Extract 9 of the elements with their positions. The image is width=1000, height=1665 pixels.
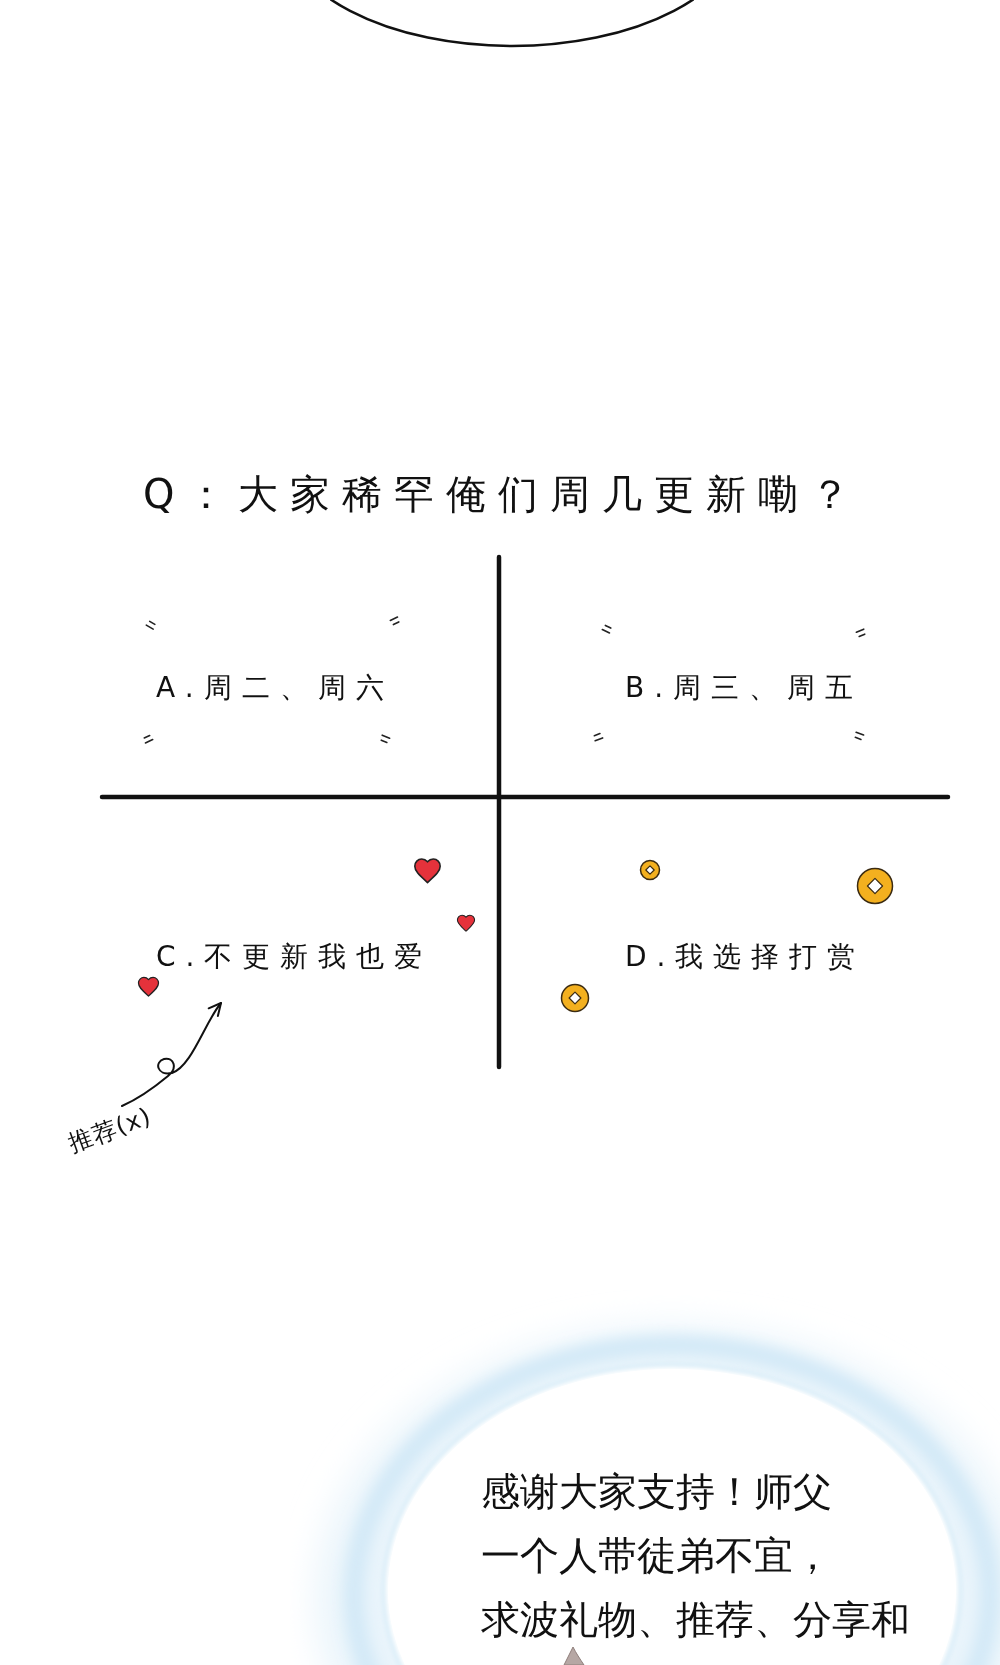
option-label: D.我选择打赏: [625, 940, 866, 974]
handwritten-note: 推荐(x): [64, 1101, 156, 1159]
arrow: [121, 1002, 222, 1107]
option-label: B.周三、周五: [625, 671, 864, 705]
option-label: C.不更新我也爱: [156, 940, 433, 1002]
bubble-text: 感谢大家支持！师父一个人带徒弟不宜，求波礼物、推荐、分享和: [481, 1468, 911, 1644]
question-heading: Q：大家稀罕俺们周几更新嘞？: [143, 470, 863, 519]
speech-bubble: [330, 0, 694, 48]
option-label: A.周二、周六: [156, 671, 394, 705]
